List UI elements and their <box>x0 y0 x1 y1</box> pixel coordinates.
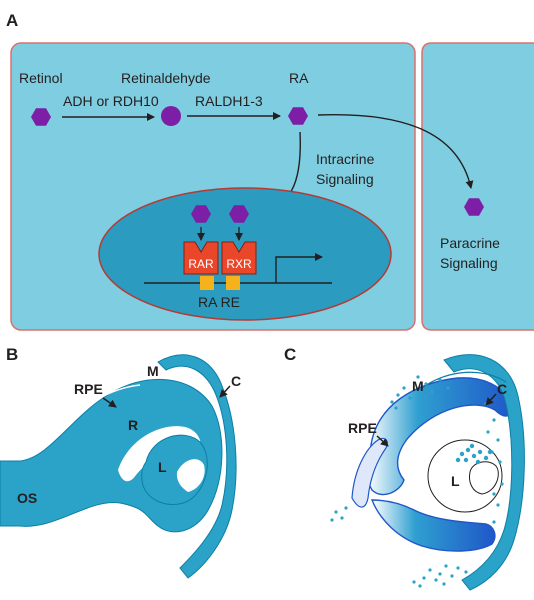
intracrine-label-line1: Intracrine <box>316 151 375 167</box>
panel-b-label: B <box>6 345 18 364</box>
c-m-label: M <box>412 378 424 394</box>
rare-half-site-1 <box>200 276 214 290</box>
rpe-boundary-line <box>19 384 141 461</box>
c-rpe-label: RPE <box>348 420 377 436</box>
rare-half-site-2 <box>226 276 240 290</box>
b-rpe-arrow <box>102 397 117 408</box>
intracrine-label-line2: Signaling <box>316 171 374 187</box>
lens-cluster-dots <box>455 443 493 465</box>
rxr-receptor <box>221 241 257 275</box>
surface-ectoderm-cornea-c <box>443 354 525 591</box>
neural-retina-upper <box>366 377 513 496</box>
c-l-label: L <box>451 473 460 489</box>
rxr-label: RXR <box>226 257 252 271</box>
b-c-arrow <box>219 385 231 398</box>
lens-vesicle-lumen <box>176 459 205 492</box>
nuclear-ra-molecule-icon-1 <box>191 205 211 223</box>
paracrine-label-line2: Signaling <box>440 255 498 271</box>
retinaldehyde-molecule-icon <box>161 106 181 126</box>
transcription-start-arrow <box>275 253 323 283</box>
paracrine-arrow <box>317 113 474 189</box>
neighbor-cell <box>421 42 534 331</box>
lens-inner-lumen <box>469 461 499 495</box>
retinol-molecule-icon <box>31 108 51 126</box>
enzyme1-label: ADH or RDH10 <box>63 93 159 109</box>
c-c-arrow <box>485 393 497 406</box>
rar-label: RAR <box>188 257 214 271</box>
b-c-label: C <box>231 373 241 389</box>
ra-molecule-icon <box>288 107 308 125</box>
paracrine-ra-molecule-icon <box>464 198 484 216</box>
retinol-label: Retinol <box>19 70 63 86</box>
rare-label: RA RE <box>198 294 240 310</box>
paracrine-label-line1: Paracrine <box>440 235 500 251</box>
panel-c-label: C <box>284 345 296 364</box>
c-rpe-arrow <box>376 435 389 447</box>
b-os-label: OS <box>17 490 37 506</box>
enzyme2-label: RALDH1-3 <box>195 93 263 109</box>
surface-ectoderm-cornea <box>157 354 237 579</box>
c-c-label: C <box>497 381 507 397</box>
retinaldehyde-label: Retinaldehyde <box>121 70 211 86</box>
neural-retina-lower <box>370 499 496 552</box>
rar-receptor <box>183 241 219 275</box>
ra-label: RA <box>289 70 309 86</box>
nuclear-ra-molecule-icon-2 <box>229 205 249 223</box>
b-m-label: M <box>147 363 159 379</box>
panel-a-label: A <box>6 11 18 30</box>
rpe-thin-layer <box>351 437 388 508</box>
b-r-label: R <box>128 417 138 433</box>
b-rpe-label: RPE <box>74 381 103 397</box>
b-l-label: L <box>158 459 167 475</box>
